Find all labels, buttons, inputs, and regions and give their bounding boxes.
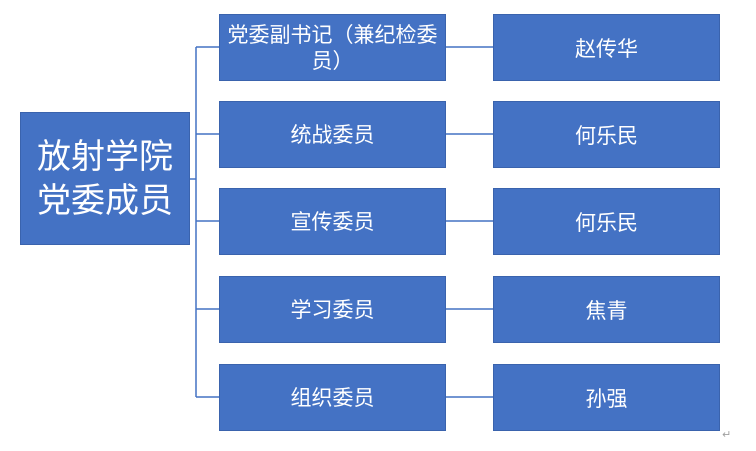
person-node-3: 焦青: [493, 276, 720, 343]
person-name: 赵传华: [575, 36, 638, 61]
root-node: 放射学院 党委成员: [20, 112, 190, 245]
person-node-2: 何乐民: [493, 188, 720, 255]
person-node-1: 何乐民: [493, 101, 720, 168]
role-label: 统战委员: [290, 122, 375, 147]
person-name: 焦青: [585, 298, 628, 323]
paragraph-return-icon: ↵: [722, 428, 732, 441]
role-node-0: 党委副书记（兼纪检委员）: [219, 14, 446, 81]
person-node-4: 孙强: [493, 364, 720, 431]
person-node-0: 赵传华: [493, 14, 720, 81]
role-label: 学习委员: [290, 297, 375, 322]
role-label: 组织委员: [290, 385, 375, 410]
role-node-4: 组织委员: [219, 364, 446, 431]
role-node-3: 学习委员: [219, 276, 446, 343]
role-node-1: 统战委员: [219, 101, 446, 168]
root-title-line2: 党委成员: [37, 180, 173, 221]
person-name: 何乐民: [575, 210, 638, 235]
role-node-2: 宣传委员: [219, 188, 446, 255]
root-title-line1: 放射学院: [37, 136, 173, 177]
role-label: 党委副书记（兼纪检委员）: [227, 22, 438, 73]
person-name: 何乐民: [575, 123, 638, 148]
role-label: 宣传委员: [290, 209, 375, 234]
person-name: 孙强: [585, 386, 628, 411]
